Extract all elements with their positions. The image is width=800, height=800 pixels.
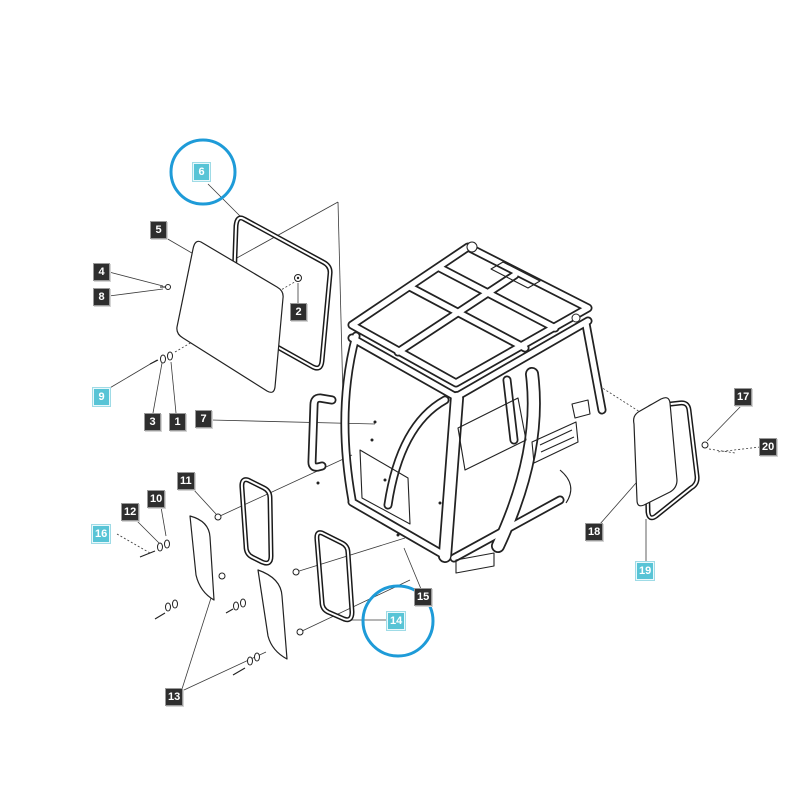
leader-line-4 xyxy=(108,271,164,287)
leader-line-11 xyxy=(192,488,217,515)
cab-lower-side-plate xyxy=(359,449,411,525)
callout-4[interactable]: 4 xyxy=(93,263,110,281)
callout-9[interactable]: 9 xyxy=(93,388,110,406)
cab-roof-beam-1-core xyxy=(410,287,525,348)
cab-floor-plate xyxy=(457,397,527,471)
washer xyxy=(218,572,226,580)
part-5-rear-glass xyxy=(176,240,284,393)
cab-base-left-core xyxy=(352,502,442,554)
callout-11[interactable]: 11 xyxy=(177,472,195,490)
cab-mount-hole xyxy=(438,501,442,505)
leader-line-16 xyxy=(116,533,151,554)
cab-step xyxy=(455,552,495,574)
cab-right-grille xyxy=(531,421,579,464)
hardware xyxy=(139,274,736,676)
cab-roof-panel xyxy=(490,261,541,289)
washer-2-hole xyxy=(296,276,300,280)
leader-line-8 xyxy=(108,288,164,297)
cab-right-bracket xyxy=(571,399,591,419)
cab-roof-knob-right xyxy=(571,313,581,323)
part-13-side-glass-lower xyxy=(257,569,288,660)
nut-17 xyxy=(701,441,709,449)
screw-9 xyxy=(149,359,159,365)
leader-line-6 xyxy=(207,183,241,217)
callout-12[interactable]: 12 xyxy=(121,503,140,521)
bolt-20 xyxy=(708,448,736,454)
callout-3[interactable]: 3 xyxy=(144,413,161,431)
cab-rear-right-pillar-core xyxy=(586,324,602,410)
washer xyxy=(296,628,304,636)
washer-12 xyxy=(157,542,163,552)
leader-line-10 xyxy=(160,506,167,537)
callout-16[interactable]: 16 xyxy=(92,525,111,543)
callout-18[interactable]: 18 xyxy=(585,523,604,541)
leader-line-1 xyxy=(170,361,177,414)
washer-3 xyxy=(160,354,166,364)
bolt xyxy=(232,667,246,676)
highlight-ring-14 xyxy=(361,584,435,658)
part-11-side-window-seal xyxy=(242,480,271,563)
callout-7[interactable]: 7 xyxy=(195,410,212,428)
leader-line-9 xyxy=(107,359,158,390)
washer-1 xyxy=(167,351,173,361)
cab-roof-knob-rear xyxy=(466,241,478,253)
cab-front-pillar-core xyxy=(445,398,457,556)
leader-line-20 xyxy=(716,446,761,453)
cab-mid-pillar-core xyxy=(507,380,514,440)
washer xyxy=(172,599,178,609)
leader-line-15 xyxy=(403,547,422,590)
part-18-right-glass xyxy=(633,397,678,507)
part-13-side-glass-upper xyxy=(189,515,215,601)
assembly-line-side-lower xyxy=(299,579,411,633)
callout-6[interactable]: 6 xyxy=(193,163,210,181)
highlight-ring-6 xyxy=(169,138,237,206)
screw-head-4-8 xyxy=(165,284,171,290)
washer xyxy=(292,568,300,576)
cab-frame-core xyxy=(345,247,602,558)
washer xyxy=(247,656,253,666)
cab-mount-hole xyxy=(373,420,377,424)
callout-17[interactable]: 17 xyxy=(734,388,753,406)
bolt-16 xyxy=(139,550,156,558)
callout-15[interactable]: 15 xyxy=(414,588,433,606)
washer xyxy=(233,601,239,611)
washer-11 xyxy=(214,513,222,521)
cab-mount-hole xyxy=(383,478,387,482)
washer xyxy=(254,652,260,662)
assembly-line-vertical xyxy=(337,201,344,399)
bolt xyxy=(225,608,234,614)
cab-door-frame-edge xyxy=(388,400,445,505)
leader-line-3 xyxy=(152,362,163,414)
callout-19[interactable]: 19 xyxy=(636,562,655,580)
washer xyxy=(240,598,246,608)
callout-20[interactable]: 20 xyxy=(759,438,778,456)
cab-door-frame-core xyxy=(388,400,445,505)
cab-roof-beam-2-core xyxy=(440,268,555,328)
part-7-handle-bar xyxy=(312,398,332,467)
washer-10 xyxy=(164,539,170,549)
leader-line-12 xyxy=(135,519,160,544)
part-14-side-window-seal xyxy=(317,533,352,620)
leader-line-13a xyxy=(181,597,212,690)
callout-2[interactable]: 2 xyxy=(290,303,307,321)
cab-mount-hole xyxy=(316,481,320,485)
leader-line-13b xyxy=(183,651,267,691)
cab-details xyxy=(316,241,591,574)
bolt xyxy=(154,612,166,620)
callout-10[interactable]: 10 xyxy=(147,490,166,508)
leader-line-17 xyxy=(706,404,743,442)
callout-8[interactable]: 8 xyxy=(93,288,110,306)
callout-5[interactable]: 5 xyxy=(150,221,167,239)
assembly-line-rear-glass xyxy=(225,201,339,265)
cab-mount-hole xyxy=(396,533,400,537)
leader-line-18 xyxy=(599,482,637,525)
cab-lower-right-curve xyxy=(559,469,572,504)
callout-13[interactable]: 13 xyxy=(165,688,184,706)
callout-1[interactable]: 1 xyxy=(169,413,186,431)
callout-14[interactable]: 14 xyxy=(387,612,406,630)
leader-line-7 xyxy=(210,419,376,425)
washer xyxy=(165,602,171,612)
cab-mount-hole xyxy=(370,438,374,442)
